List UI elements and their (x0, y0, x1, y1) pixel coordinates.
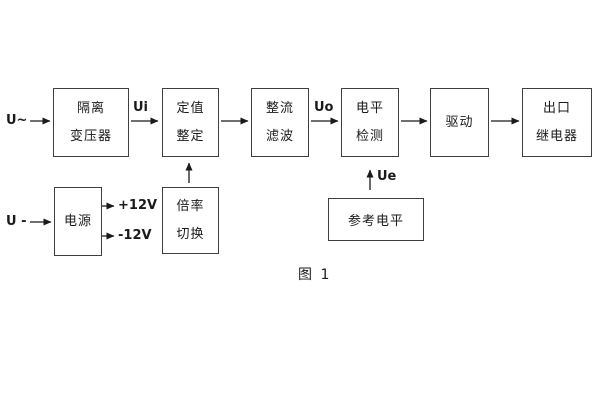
label-signal-ue: Ue (377, 169, 397, 184)
block-level-detect: 电平 检测 (341, 88, 399, 157)
block-power-supply: 电源 (54, 187, 102, 256)
figure-caption: 图 1 (298, 267, 332, 283)
block-isolation-transformer: 隔离 变压器 (53, 88, 129, 157)
label-signal-ui: Ui (133, 100, 149, 115)
block-drive: 驱动 (430, 88, 489, 157)
block-output-relay: 出口 继电器 (522, 88, 592, 157)
label-input-dc: U - (6, 214, 27, 229)
label-minus-12v: -12V (118, 228, 152, 243)
block-rectify-filter: 整流 滤波 (251, 88, 309, 157)
block-ratio-switch: 倍率 切换 (162, 187, 219, 254)
block-reference-level: 参考电平 (328, 198, 424, 241)
label-input-ac: U~ (6, 113, 28, 128)
label-signal-uo: Uo (314, 100, 334, 115)
block-value-setting: 定值 整定 (162, 88, 219, 157)
label-plus-12v: +12V (118, 198, 158, 213)
